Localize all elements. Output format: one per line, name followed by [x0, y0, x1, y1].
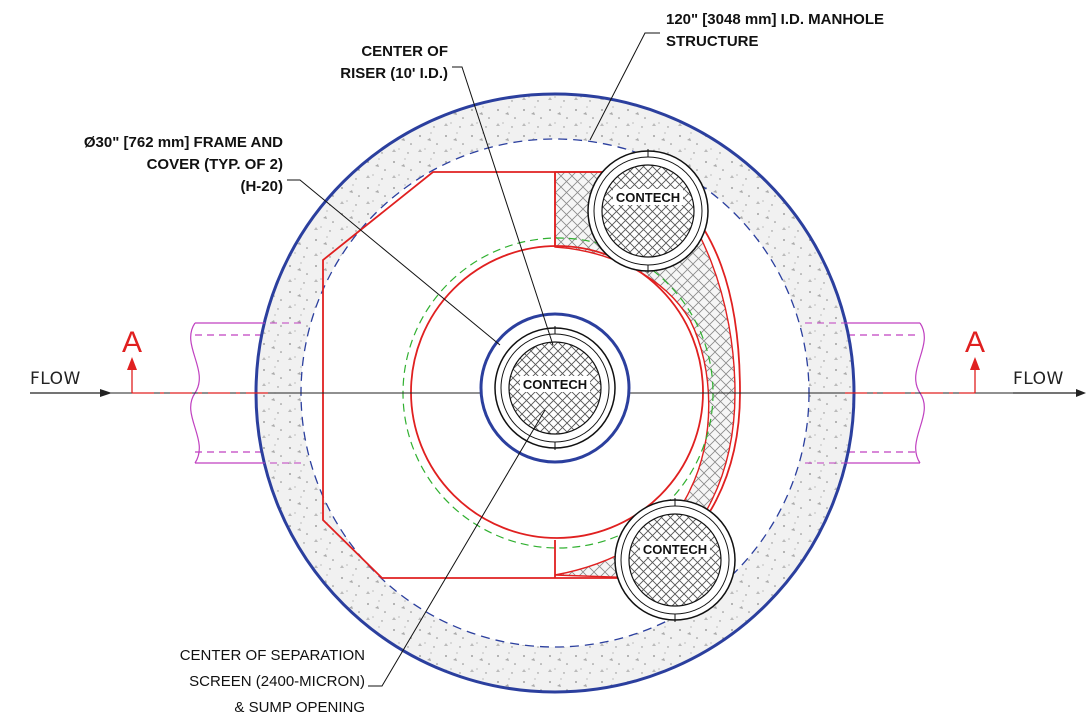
center-of-riser-line1: CENTER OF	[361, 43, 448, 60]
flow-in-label: FLOW	[30, 369, 81, 389]
manhole-structure-line2: STRUCTURE	[666, 33, 759, 50]
separation-screen-line2: SCREEN (2400-MICRON)	[189, 673, 365, 690]
separation-screen-line3: & SUMP OPENING	[234, 699, 365, 716]
section-arrow-right	[970, 357, 980, 370]
frame-and-cover-center: CONTECH	[494, 326, 616, 450]
label-frame-and-cover: Ø30" [762 mm] FRAME AND COVER (TYP. OF 2…	[84, 134, 283, 195]
separation-screen-line1: CENTER OF SEPARATION	[180, 647, 365, 664]
section-arrow-left	[127, 357, 137, 370]
frame-and-cover-line2: COVER (TYP. OF 2)	[147, 156, 283, 173]
center-of-riser-line2: RISER (10' I.D.)	[340, 65, 448, 82]
flow-arrow-in	[30, 389, 112, 397]
separation-screen-area	[554, 171, 736, 579]
frame-and-cover-line1: Ø30" [762 mm] FRAME AND	[84, 134, 283, 151]
section-marker-left: A	[122, 326, 142, 359]
cover-brand-center: CONTECH	[523, 377, 587, 392]
frame-and-cover-bottom: CONTECH	[614, 498, 736, 622]
leader-lines	[287, 32, 660, 687]
frame-and-cover-line3: (H-20)	[240, 178, 283, 195]
frame-and-cover-top: CONTECH	[587, 149, 709, 273]
manhole-structure-line1: 120" [3048 mm] I.D. MANHOLE	[666, 11, 884, 28]
label-manhole-structure: 120" [3048 mm] I.D. MANHOLE STRUCTURE	[666, 11, 884, 50]
label-center-of-riser: CENTER OF RISER (10' I.D.)	[340, 43, 448, 82]
label-separation-screen: CENTER OF SEPARATION SCREEN (2400-MICRON…	[180, 647, 365, 716]
cover-brand-top: CONTECH	[616, 190, 680, 205]
pipe-penetration	[258, 322, 853, 464]
section-line	[131, 368, 976, 394]
cover-brand-bottom: CONTECH	[643, 542, 707, 557]
flow-arrow-out	[1013, 389, 1086, 397]
section-marker-right: A	[965, 326, 985, 359]
flow-out-label: FLOW	[1013, 369, 1064, 389]
